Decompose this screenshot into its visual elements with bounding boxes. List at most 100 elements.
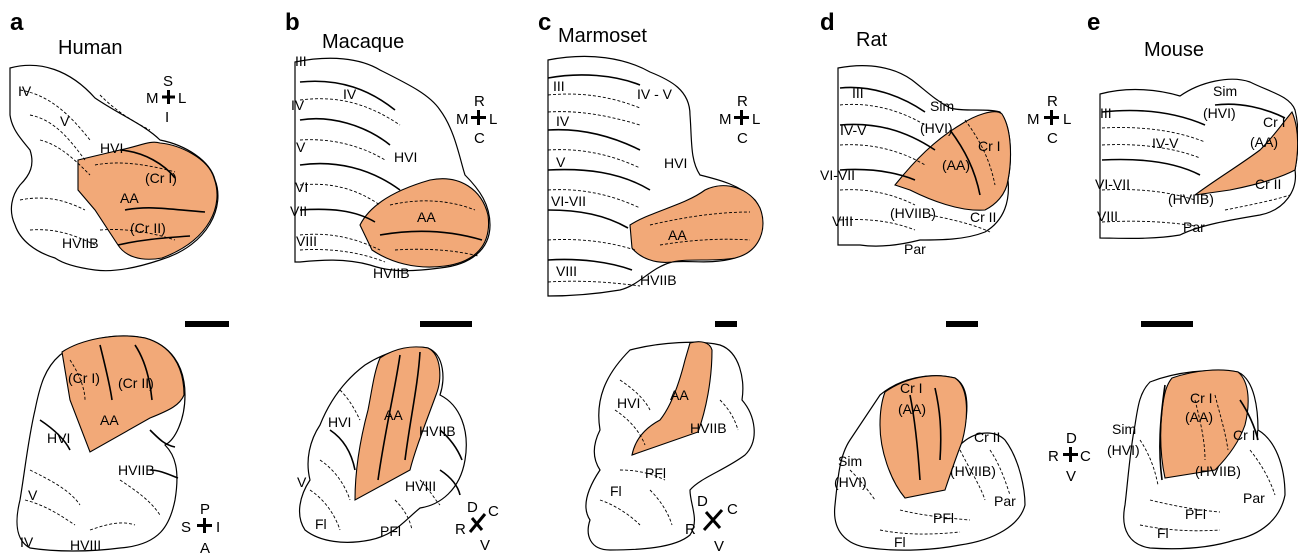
label-viii: VIII <box>1097 208 1118 224</box>
panel-a: a Human IV V HVI (Cr I) AA (Cr II) HVIIB… <box>10 9 229 557</box>
label-hvi: HVI <box>100 140 123 156</box>
label-cr-ii: Cr II <box>1255 176 1281 192</box>
svg-text:S: S <box>163 73 173 90</box>
svg-text:M: M <box>1027 111 1040 128</box>
label-fl: Fl <box>1157 525 1169 541</box>
label-hviib: HVIIB <box>373 265 410 281</box>
label-hviib: HVIIB <box>690 420 727 436</box>
svg-text:V: V <box>1066 468 1076 485</box>
label-cr-ii: Cr II <box>974 429 1000 445</box>
svg-text:L: L <box>489 111 497 128</box>
svg-text:R: R <box>1048 448 1059 465</box>
label-fl: Fl <box>894 534 906 550</box>
label-sim: Sim <box>930 98 954 114</box>
svg-text:C: C <box>727 501 738 518</box>
panel-letter: c <box>538 9 551 36</box>
svg-text:L: L <box>178 90 186 107</box>
svg-text:D: D <box>467 499 478 516</box>
label-sim: Sim <box>1213 83 1237 99</box>
label-aa: (AA) <box>1185 409 1213 425</box>
scale-bar <box>1141 321 1193 327</box>
label-hvi: HVI <box>328 414 351 430</box>
orientation-cross: R M L C <box>1027 93 1071 147</box>
label-aa: AA <box>120 190 139 206</box>
label-fl: Fl <box>610 483 622 499</box>
label-iv: IV <box>20 534 34 550</box>
label-hviib: (HVIIB) <box>1168 191 1214 207</box>
label-iv: IV <box>291 97 305 113</box>
orientation-cross: R M L C <box>719 93 760 147</box>
rat-top-section: III Sim (HVI) IV-V Cr I (AA) VI-VII (HVI… <box>820 66 1010 257</box>
panel-letter: a <box>10 9 24 36</box>
panel-letter: b <box>285 9 300 36</box>
marmoset-bottom-section: HVI AA HVIIB PFl Fl <box>586 342 754 550</box>
svg-text:R: R <box>1047 93 1058 110</box>
label-par: Par <box>994 493 1016 509</box>
panel-letter: d <box>820 9 835 36</box>
label-hviib: (HVIIB) <box>1195 463 1241 479</box>
label-aa: (AA) <box>898 401 926 417</box>
label-hviib: HVIIB <box>419 423 456 439</box>
label-iv-v: IV-V <box>840 122 867 138</box>
label-iii: III <box>553 78 565 94</box>
svg-text:V: V <box>480 537 490 554</box>
label-hviib: (HVIIB) <box>890 205 936 221</box>
svg-text:D: D <box>697 493 708 510</box>
label-v: V <box>28 487 38 503</box>
label-aa: AA <box>670 387 689 403</box>
orientation-cross: D R C V <box>685 493 738 555</box>
label-hviii: HVIII <box>70 537 101 553</box>
label-aa: AA <box>417 209 436 225</box>
label-iv-v: IV-V <box>1152 135 1179 151</box>
label-iv-v: IV - V <box>637 86 673 102</box>
species-name: Human <box>58 37 122 59</box>
label-aa: (AA) <box>942 157 970 173</box>
label-cr-i: Cr I <box>900 380 923 396</box>
label-cr-i: Cr I <box>1190 390 1213 406</box>
svg-text:C: C <box>1080 448 1091 465</box>
species-name: Mouse <box>1144 39 1204 61</box>
label-iii: III <box>852 85 864 101</box>
label-fl: Fl <box>315 516 327 532</box>
macaque-bottom-section: HVI AA HVIIB V HVIII Fl PFl <box>297 347 466 542</box>
label-sim: Sim <box>1112 421 1136 437</box>
label-v: V <box>556 154 566 170</box>
svg-text:C: C <box>737 130 748 147</box>
label-sim: Sim <box>838 453 862 469</box>
scale-bar <box>185 321 229 327</box>
label-pfl: PFl <box>1185 506 1206 522</box>
svg-text:A: A <box>200 540 210 557</box>
svg-text:M: M <box>719 111 732 128</box>
label-hviib: HVIIB <box>118 462 155 478</box>
label-hvi: HVI <box>617 395 640 411</box>
human-bottom-section: (Cr I) (Cr II) AA HVI HVIIB V IV HVIII <box>17 336 185 553</box>
label-pfl: PFl <box>645 465 666 481</box>
scale-bar <box>420 321 472 327</box>
label-cr-ii: Cr II <box>970 209 996 225</box>
scale-bar <box>946 321 978 327</box>
svg-text:P: P <box>200 501 210 518</box>
species-name: Rat <box>856 29 888 51</box>
svg-text:D: D <box>1066 430 1077 447</box>
label-viii: VIII <box>556 263 577 279</box>
svg-text:C: C <box>488 503 499 520</box>
label-iii: III <box>1100 105 1112 121</box>
orientation-cross: R M L C <box>456 93 497 147</box>
label-vi-vii: VI-VII <box>1095 176 1130 192</box>
orientation-cross: D R C V <box>1048 430 1091 485</box>
label-cr-i: Cr I <box>978 138 1001 154</box>
label-cr-i: (Cr I) <box>145 170 177 186</box>
svg-text:R: R <box>737 93 748 110</box>
label-vii: VII <box>290 203 307 219</box>
svg-text:M: M <box>146 90 159 107</box>
svg-text:C: C <box>474 130 485 147</box>
label-aa: AA <box>668 227 687 243</box>
label-iv: IV <box>343 86 357 102</box>
label-par: Par <box>904 241 926 257</box>
label-hvi: (HVI) <box>834 474 867 490</box>
label-cr-i: Cr I <box>1263 114 1286 130</box>
label-viii: VIII <box>296 233 317 249</box>
orientation-cross: P S I A <box>181 501 220 557</box>
label-vi-vii: VI-VII <box>551 193 586 209</box>
